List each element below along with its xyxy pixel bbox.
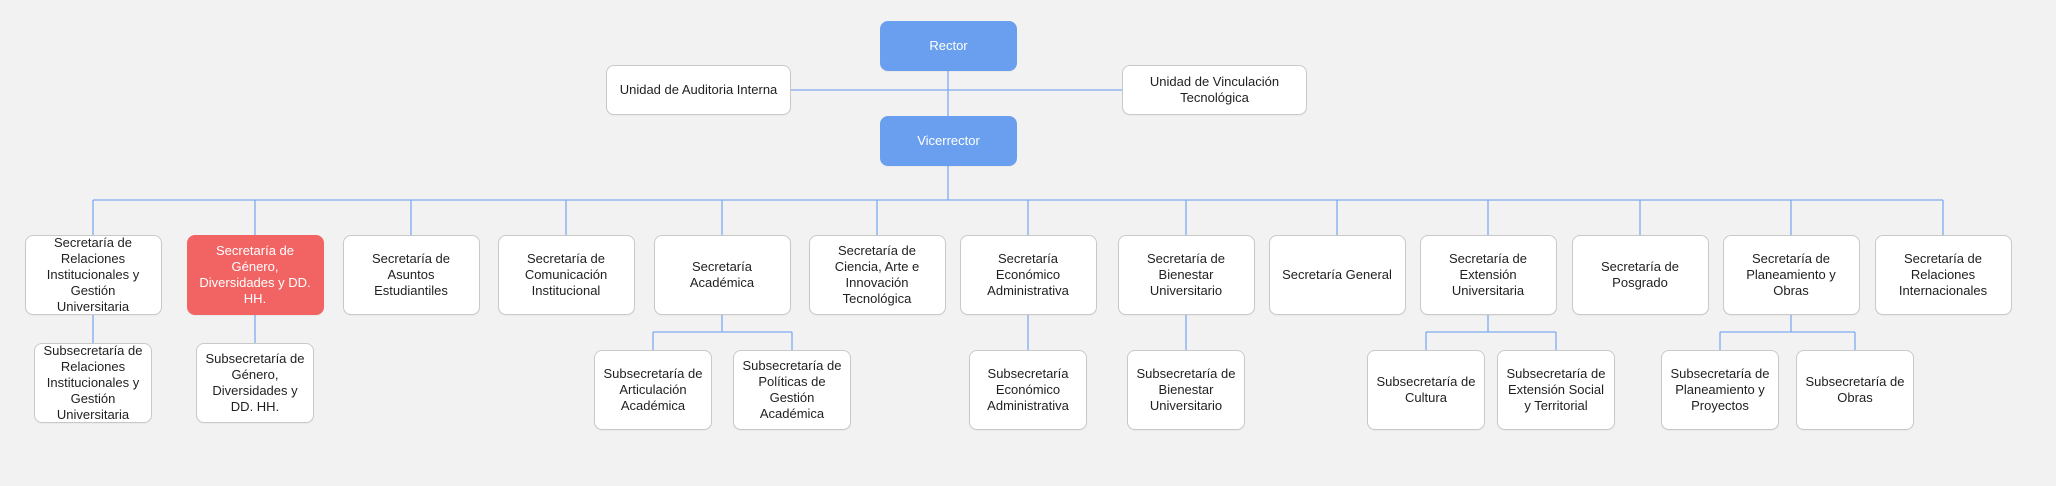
node-subsecretaria-0-0-label: Subsecretaría de Relaciones Instituciona… (43, 343, 143, 422)
node-subsecretaria-0-0[interactable]: Subsecretaría de Relaciones Instituciona… (34, 343, 152, 423)
node-subsecretaria-6-0[interactable]: Subsecretaría Económico Administrativa (969, 350, 1087, 430)
node-secretaria-0[interactable]: Secretaría de Relaciones Institucionales… (24, 235, 162, 315)
node-subsecretaria-11-1-label: Subsecretaría de Obras (1805, 374, 1905, 405)
node-vinculacion-tecnologica[interactable]: Unidad de Vinculación Tecnológica (1122, 65, 1307, 115)
node-subsecretaria-4-0-label: Subsecretaría de Articulación Académica (603, 366, 703, 413)
node-subsecretaria-1-0[interactable]: Subsecretaría de Género, Diversidades y … (196, 343, 314, 423)
node-secretaria-5[interactable]: Secretaría de Ciencia, Arte e Innovación… (808, 235, 946, 315)
node-subsecretaria-9-1[interactable]: Subsecretaría de Extensión Social y Terr… (1497, 350, 1615, 430)
node-rector-label: Rector (929, 38, 968, 53)
node-subsecretaria-7-0-label: Subsecretaría de Bienestar Universitario (1136, 366, 1236, 413)
node-secretaria-10[interactable]: Secretaría de Posgrado (1571, 235, 1709, 315)
node-subsecretaria-11-0-label: Subsecretaría de Planeamiento y Proyecto… (1670, 366, 1770, 413)
node-subsecretaria-6-0-label: Subsecretaría Económico Administrativa (987, 366, 1069, 413)
node-secretaria-3[interactable]: Secretaría de Comunicación Institucional (497, 235, 635, 315)
node-secretaria-9-label: Secretaría de Extensión Universitaria (1448, 251, 1528, 298)
node-secretaria-4[interactable]: Secretaría Académica (653, 235, 791, 315)
node-subsecretaria-4-0[interactable]: Subsecretaría de Articulación Académica (594, 350, 712, 430)
node-vicerrector[interactable]: Vicerrector (880, 116, 1017, 166)
node-subsecretaria-1-0-label: Subsecretaría de Género, Diversidades y … (205, 351, 305, 414)
node-secretaria-11[interactable]: Secretaría de Planeamiento y Obras (1722, 235, 1860, 315)
node-secretaria-0-label: Secretaría de Relaciones Institucionales… (46, 235, 140, 314)
node-secretaria-6-label: Secretaría Económico Administrativa (987, 251, 1069, 298)
node-subsecretaria-9-0-label: Subsecretaría de Cultura (1376, 374, 1476, 405)
node-subsecretaria-11-0[interactable]: Subsecretaría de Planeamiento y Proyecto… (1661, 350, 1779, 430)
node-subsecretaria-4-1[interactable]: Subsecretaría de Políticas de Gestión Ac… (733, 350, 851, 430)
node-secretaria-8-label: Secretaría General (1282, 267, 1392, 282)
node-vicerrector-label: Vicerrector (917, 133, 980, 148)
node-subsecretaria-9-0[interactable]: Subsecretaría de Cultura (1367, 350, 1485, 430)
node-secretaria-7[interactable]: Secretaría de Bienestar Universitario (1117, 235, 1255, 315)
node-secretaria-12-label: Secretaría de Relaciones Internacionales (1898, 251, 1988, 298)
node-secretaria-6[interactable]: Secretaría Económico Administrativa (959, 235, 1097, 315)
node-secretaria-2-label: Secretaría de Asuntos Estudiantiles (371, 251, 451, 298)
node-subsecretaria-4-1-label: Subsecretaría de Políticas de Gestión Ac… (742, 358, 842, 421)
node-rector[interactable]: Rector (880, 21, 1017, 71)
node-subsecretaria-11-1[interactable]: Subsecretaría de Obras (1796, 350, 1914, 430)
node-subsecretaria-7-0[interactable]: Subsecretaría de Bienestar Universitario (1127, 350, 1245, 430)
node-secretaria-5-label: Secretaría de Ciencia, Arte e Innovación… (834, 243, 920, 306)
node-auditoria-label: Unidad de Auditoria Interna (619, 82, 778, 97)
node-secretaria-7-label: Secretaría de Bienestar Universitario (1146, 251, 1226, 298)
node-auditoria-interna[interactable]: Unidad de Auditoria Interna (606, 65, 791, 115)
node-secretaria-4-label: Secretaría Académica (689, 259, 755, 290)
node-secretaria-2[interactable]: Secretaría de Asuntos Estudiantiles (342, 235, 480, 315)
node-secretaria-11-label: Secretaría de Planeamiento y Obras (1746, 251, 1836, 298)
node-subsecretaria-9-1-label: Subsecretaría de Extensión Social y Terr… (1506, 366, 1606, 413)
node-secretaria-1-label: Secretaría de Género, Diversidades y DD.… (199, 243, 311, 306)
node-secretaria-1[interactable]: Secretaría de Género, Diversidades y DD.… (186, 235, 324, 315)
node-secretaria-8[interactable]: Secretaría General (1268, 235, 1406, 315)
node-vinculacion-label: Unidad de Vinculación Tecnológica (1149, 74, 1280, 105)
node-secretaria-9[interactable]: Secretaría de Extensión Universitaria (1419, 235, 1557, 315)
node-secretaria-3-label: Secretaría de Comunicación Institucional (524, 251, 608, 298)
node-secretaria-10-label: Secretaría de Posgrado (1600, 259, 1680, 290)
node-secretaria-12[interactable]: Secretaría de Relaciones Internacionales (1874, 235, 2012, 315)
